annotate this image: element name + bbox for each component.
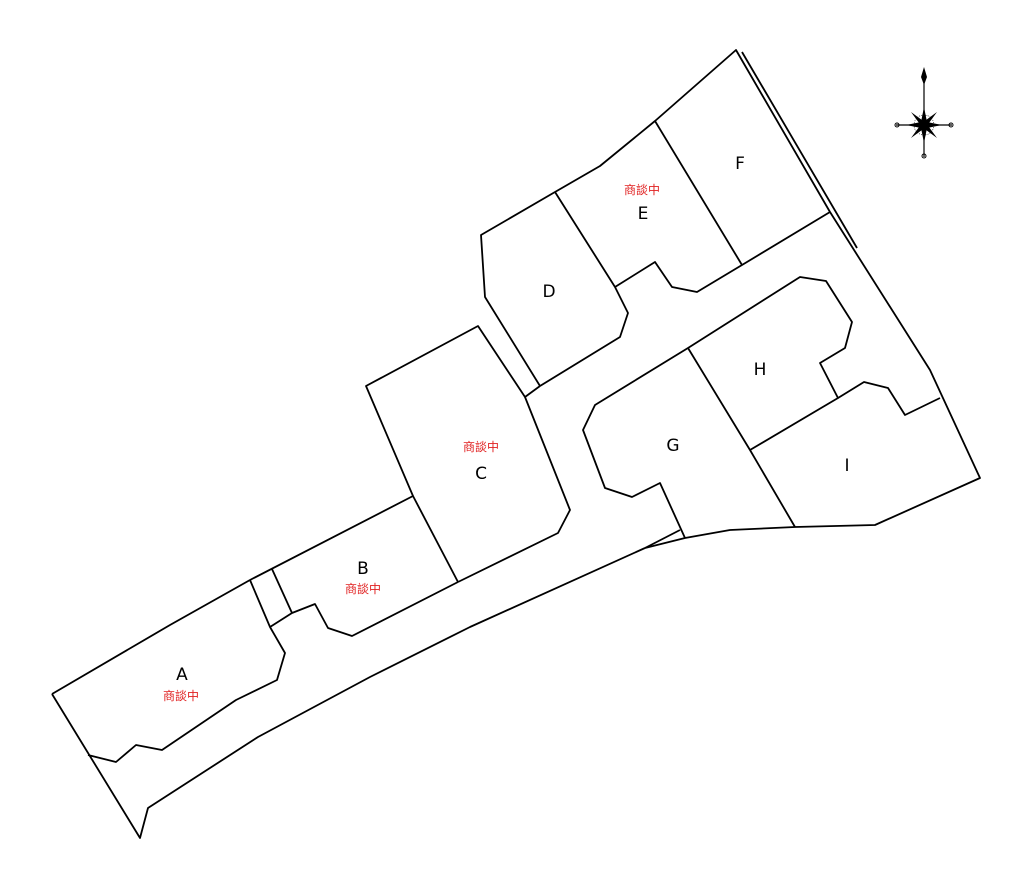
lot-label: C xyxy=(475,464,487,484)
lot-i[interactable]: I xyxy=(844,456,849,476)
compass-rose-icon xyxy=(894,67,954,159)
boundary-double-line xyxy=(741,51,858,249)
lot-label: B xyxy=(357,559,369,579)
status-badge: 商談中 xyxy=(463,439,499,454)
lot-b[interactable]: B 商談中 xyxy=(345,559,381,596)
lot-a[interactable]: A 商談中 xyxy=(163,665,199,703)
lot-label: H xyxy=(754,360,767,380)
lot-d-edge xyxy=(539,191,629,387)
road-edge xyxy=(51,547,646,839)
lot-label: F xyxy=(735,154,745,174)
lot-a-edge xyxy=(87,579,286,763)
lot-f[interactable]: F xyxy=(735,154,745,174)
lot-e[interactable]: 商談中 E xyxy=(624,182,660,224)
lot-label: A xyxy=(176,665,188,685)
lot-c-edge xyxy=(457,385,571,583)
lot-g[interactable]: G xyxy=(666,436,679,456)
lot-h-i-divider xyxy=(749,397,839,451)
lot-d[interactable]: D xyxy=(542,282,555,302)
status-badge: 商談中 xyxy=(163,688,199,703)
lot-g-h-i-edge xyxy=(582,276,941,539)
lot-h[interactable]: H xyxy=(754,360,767,380)
lot-labels: A 商談中 B 商談中 商談中 C D 商談中 E F G H I xyxy=(163,154,850,703)
lot-e-f-divider xyxy=(654,120,743,266)
lot-b-edge xyxy=(269,581,459,637)
lot-label: E xyxy=(638,204,649,224)
plot-lines xyxy=(51,49,981,839)
lot-label: D xyxy=(542,282,555,302)
lot-g-h-divider xyxy=(687,347,796,528)
road-small-line xyxy=(644,529,681,549)
lot-label: I xyxy=(844,456,849,476)
status-badge: 商談中 xyxy=(345,581,381,596)
outer-boundary xyxy=(51,325,526,695)
passage-edge xyxy=(271,568,293,614)
lot-b-c-divider xyxy=(412,495,459,583)
lot-e-edge xyxy=(614,211,831,293)
status-badge: 商談中 xyxy=(624,182,660,197)
lot-label: G xyxy=(666,436,679,456)
lot-c[interactable]: 商談中 C xyxy=(463,439,499,484)
